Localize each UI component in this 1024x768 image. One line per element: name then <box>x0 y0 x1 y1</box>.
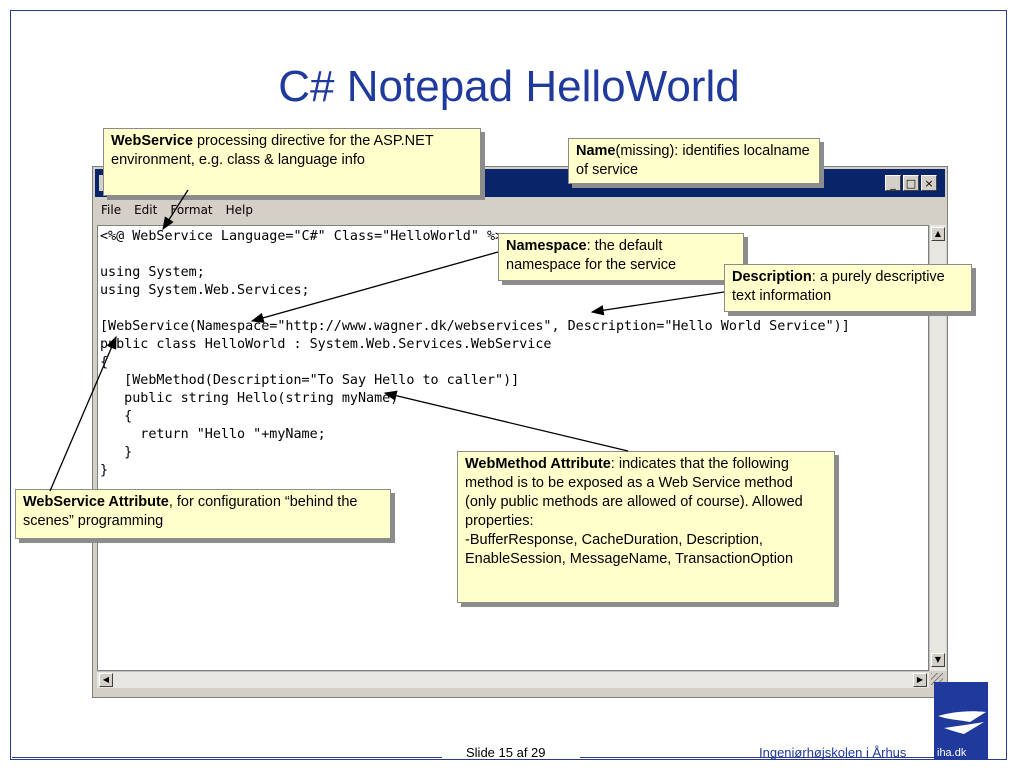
scroll-left-icon[interactable]: ◀ <box>99 673 113 687</box>
callout-bold: Description <box>732 269 812 285</box>
menu-file[interactable]: File <box>101 203 122 217</box>
scroll-right-icon[interactable]: ▶ <box>913 673 927 687</box>
callout-bold: Name <box>576 143 616 159</box>
callout-namespace: Namespace: the default namespace for the… <box>498 233 744 281</box>
logo-text: iha.dk <box>937 747 967 759</box>
callout-webmethod: WebMethod Attribute: indicates that the … <box>457 451 835 603</box>
menu-edit[interactable]: Edit <box>134 203 158 217</box>
callout-webservice-attribute: WebService Attribute, for configuration … <box>15 489 391 539</box>
iha-logo <box>934 682 988 760</box>
menu-help[interactable]: Help <box>225 203 253 217</box>
slide-title: C# Notepad HelloWorld <box>278 62 740 111</box>
footer-line-left <box>12 757 442 758</box>
callout-text: (missing): identifies localname of servi… <box>576 143 810 178</box>
callout-text: , for configuration “behind the scenes” … <box>23 494 358 529</box>
scroll-up-icon[interactable]: ▲ <box>931 227 945 241</box>
horizontal-scrollbar[interactable]: ◀ ▶ <box>97 671 929 688</box>
callout-bold: WebService Attribute <box>23 494 169 510</box>
callout-text: processing directive for the ASP.NET env… <box>111 133 434 168</box>
callout-bold: Namespace <box>506 238 587 254</box>
scroll-down-icon[interactable]: ▼ <box>931 653 945 667</box>
close-button[interactable]: × <box>921 175 937 191</box>
maximize-button[interactable]: □ <box>903 175 919 191</box>
menu-format[interactable]: Format <box>170 203 213 217</box>
callout-text: : a purely descriptive text information <box>732 269 945 304</box>
callout-text: : the default namespace for the service <box>506 238 677 273</box>
callout-webservice-directive: WebService processing directive for the … <box>103 128 481 196</box>
window-controls: _ □ × <box>885 175 937 193</box>
logo-wing-icon <box>938 711 986 734</box>
school-name: Ingeniørhøjskolen i Århus <box>759 745 907 760</box>
callout-name: Name(missing): identifies localname of s… <box>568 138 820 184</box>
slide-number: Slide 15 af 29 <box>466 745 546 760</box>
footer-line-right <box>580 757 935 758</box>
callout-properties: -BufferResponse, CacheDuration, Descript… <box>465 532 794 567</box>
callout-text: : indicates that the following method is… <box>465 456 803 529</box>
menu-bar: File Edit Format Help <box>95 199 945 221</box>
vertical-scrollbar[interactable]: ▲ ▼ <box>929 225 946 671</box>
callout-bold: WebService <box>111 133 193 149</box>
minimize-button[interactable]: _ <box>885 175 901 191</box>
callout-description: Description: a purely descriptive text i… <box>724 264 972 312</box>
callout-bold: WebMethod Attribute <box>465 456 611 472</box>
slide-frame <box>10 10 1007 760</box>
